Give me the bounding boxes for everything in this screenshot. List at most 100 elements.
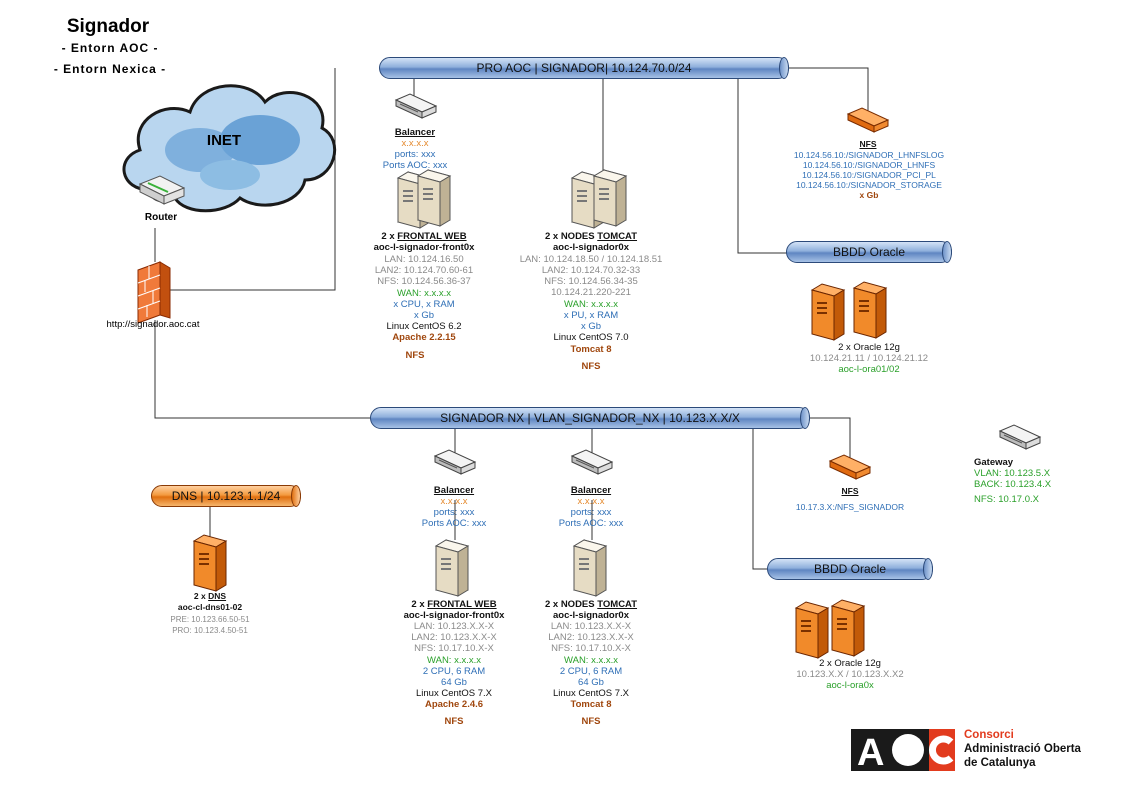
nx-frontal-cpu: 2 CPU, 6 RAM [422,666,486,677]
dns-server-pro: PRO: 10.123.4.50-51 [172,626,248,635]
nx-tomcat-nfs-tag: NFS [581,716,601,727]
pro-tomcat-server-icon-2 [593,169,627,227]
nx-oracle-label: BBDD Oracle [813,562,887,576]
nx-oracle-title: 2 x Oracle 12g [819,658,881,669]
gateway-title: Gateway [974,457,1014,468]
gateway-icon [999,424,1041,450]
nx-frontal-lan2: LAN2: 10.123.X.X-X [411,632,497,643]
nx-nfs-title: NFS [841,486,859,496]
pro-frontal-nfs-tag: NFS [405,350,425,361]
nx-network-label: SIGNADOR NX | VLAN_SIGNADOR_NX | 10.123.… [440,411,740,425]
link-firewall-nx [154,320,372,419]
pro-nfs-path-1: 10.124.56.10:/SIGNADOR_LHNFSLOG [793,150,945,160]
nx-frontal-disk: 64 Gb [441,677,467,688]
nx-frontal-name: FRONTAL WEB [427,599,497,610]
nx-tomcat-title: 2 x NODES TOMCAT [545,599,637,610]
pro-nfs-path-4: 10.124.56.10:/SIGNADOR_STORAGE [796,180,942,190]
pro-frontal-os: Linux CentOS 6.2 [386,321,462,332]
pro-tomcat-wan: WAN: x.x.x.x [563,299,619,310]
nx-tomcat-host: aoc-l-signador0x [552,610,630,621]
nx-balancer2-icon [571,449,613,475]
pro-frontal-cpu: x CPU, x RAM [393,299,455,310]
router-icon [138,175,186,205]
pro-tomcat-software: Tomcat 8 [570,344,612,355]
pro-frontal-server-icon-2 [417,169,451,227]
nx-balancer2-ports: ports: xxx [570,507,612,518]
pro-frontal-wan: WAN: x.x.x.x [396,288,452,299]
pro-balancer-ports: ports: xxx [394,149,436,160]
pro-tomcat-host: aoc-l-signador0x [552,242,630,253]
nx-tomcat-os: Linux CentOS 7.X [552,688,630,699]
dns-network-pipe: DNS | 10.123.1.1/24 [151,485,301,507]
pro-balancer-title: Balancer [394,127,436,138]
pro-nfs-path-3: 10.124.56.10:/SIGNADOR_PCI_PL [802,170,936,180]
link-nx-nfs [808,417,851,458]
nx-tomcat-count: 2 x NODES [544,599,595,610]
firewall-icon [137,261,171,324]
nx-balancer1-title: Balancer [433,485,475,496]
pro-frontal-lan2: LAN2: 10.124.70.60-61 [374,265,474,276]
pro-network-label: PRO AOC | SIGNADOR| 10.124.70.0/24 [476,61,692,75]
nx-oracle-pipe: BBDD Oracle [767,558,933,580]
nx-oracle-ips: 10.123.X.X / 10.123.X.X2 [796,669,904,680]
aoc-logo-mark: A [851,729,955,774]
nx-frontal-lan: LAN: 10.123.X.X-X [413,621,495,632]
pipe-end [923,558,933,580]
nx-balancer2-title: Balancer [570,485,612,496]
nx-tomcat-cpu: 2 CPU, 6 RAM [559,666,623,677]
nx-balancer2-ip: x.x.x.x [577,496,605,507]
pro-frontal-count: 2 x [381,231,395,242]
nx-tomcat-software: Tomcat 8 [570,699,612,710]
pro-oracle-server-icon-1 [811,283,845,341]
nx-balancer2-ports-aoc: Ports AOC: xxx [558,518,624,529]
nx-tomcat-nfs: NFS: 10.17.10.X-X [551,643,631,654]
nx-frontal-software: Apache 2.4.6 [424,699,484,710]
gateway-nfs: NFS: 10.17.0.X [974,494,1039,505]
page-subtitle-nexica: - Entorn Nexica - [53,62,167,76]
nx-frontal-nfs-tag: NFS [444,716,464,727]
nx-tomcat-lan2: LAN2: 10.123.X.X-X [548,632,634,643]
pipe-end [942,241,952,263]
nx-tomcat-wan: WAN: x.x.x.x [563,655,619,666]
pro-tomcat-lan: LAN: 10.124.18.50 / 10.124.18.51 [519,254,663,265]
nx-frontal-title: 2 x FRONTAL WEB [411,599,496,610]
pipe-end [291,485,301,507]
nx-oracle-server-icon-2 [831,599,865,657]
pro-frontal-software: Apache 2.2.15 [392,332,456,343]
pro-nfs-path-2: 10.124.56.10:/SIGNADOR_LHNFS [802,160,936,170]
pro-oracle-host: aoc-l-ora01/02 [838,364,900,375]
dns-server-host: aoc-cl-dns01-02 [177,602,243,612]
nx-frontal-nfs: NFS: 10.17.10.X-X [414,643,494,654]
inet-label: INET [206,132,242,149]
dns-network-label: DNS | 10.123.1.1/24 [171,489,281,503]
nx-balancer1-ports: ports: xxx [433,507,475,518]
pro-frontal-disk: x Gb [413,310,435,321]
pro-oracle-pipe: BBDD Oracle [786,241,952,263]
nx-frontal-count: 2 x [411,599,425,610]
pro-frontal-lan: LAN: 10.124.16.50 [384,254,464,265]
pro-tomcat-title: 2 x NODES TOMCAT [545,231,637,242]
pro-tomcat-lan2: LAN2: 10.124.70.32-33 [541,265,641,276]
pro-nfs-icon [847,107,889,133]
page-title: Signador [66,16,150,37]
gateway-vlan: VLAN: 10.123.5.X [974,468,1051,479]
pro-tomcat-disk: x Gb [580,321,602,332]
logo-line-1: Consorci [964,729,1014,741]
router-label: Router [144,212,178,223]
pro-tomcat-nfs: NFS: 10.124.56.34-35 [544,276,638,287]
pro-frontal-title: 2 x FRONTAL WEB [381,231,466,242]
pro-frontal-host: aoc-l-signador-front0x [373,242,475,253]
dns-server-icon [193,534,227,592]
logo-line-2: Administració Oberta [964,743,1081,755]
dns-server-pre: PRE: 10.123.66.50-51 [170,615,250,624]
pro-balancer-ports-aoc: Ports AOC: xxx [382,160,448,171]
dns-server-title: 2 x DNS [194,591,226,602]
aoc-logo-graphic: A [857,729,955,774]
pro-network-pipe: PRO AOC | SIGNADOR| 10.124.70.0/24 [379,57,789,79]
nx-network-pipe: SIGNADOR NX | VLAN_SIGNADOR_NX | 10.123.… [370,407,810,429]
link-pro-oracle [737,78,790,254]
pro-balancer-icon [395,93,437,119]
nx-frontal-wan: WAN: x.x.x.x [426,655,482,666]
gateway-back: BACK: 10.123.4.X [974,479,1052,490]
